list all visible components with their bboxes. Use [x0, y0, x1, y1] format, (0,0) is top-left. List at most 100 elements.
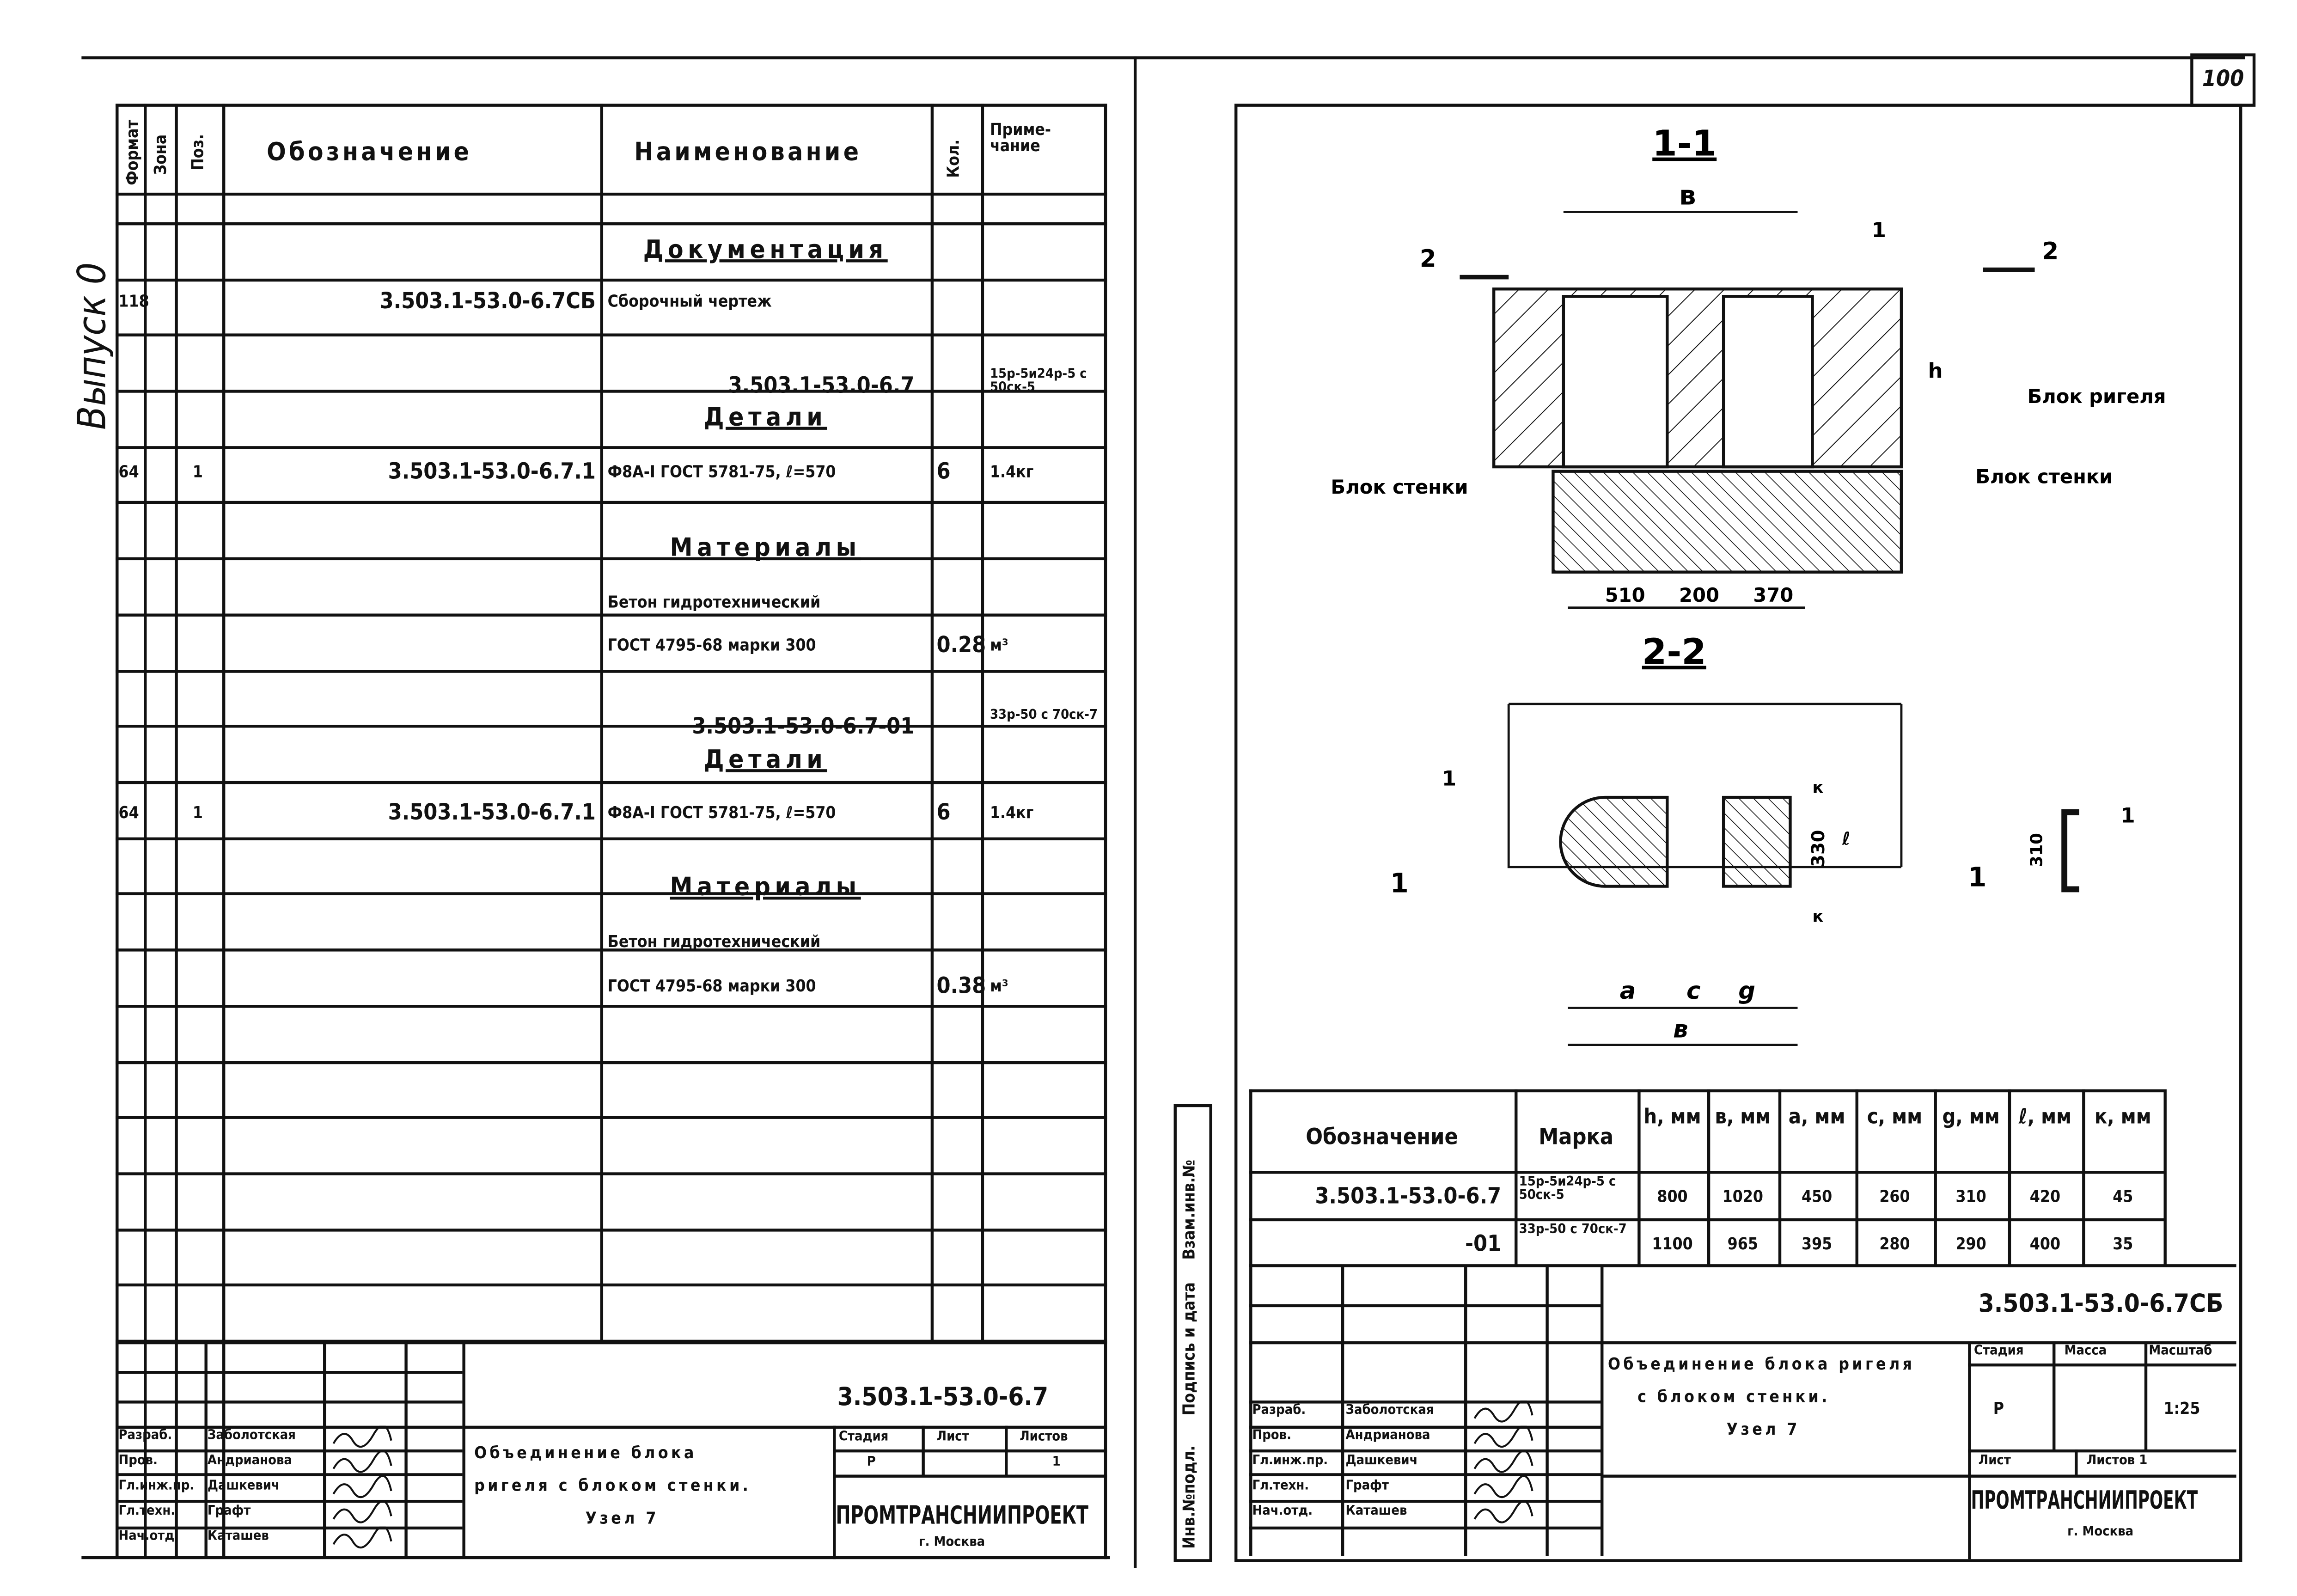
- stamp-role: Пров.: [1252, 1429, 1291, 1444]
- header-name: Наименование: [634, 138, 862, 168]
- row-name: Сборочный чертеж: [607, 292, 772, 312]
- row-name: ГОСТ 4795-68 марки 300: [607, 636, 816, 655]
- stamp-role: Нач.отд.: [1252, 1504, 1313, 1519]
- signature: [329, 1525, 396, 1549]
- params-header: Марка: [1539, 1123, 1614, 1150]
- spec-row-line: [116, 892, 1107, 895]
- params-bottom: [1249, 1264, 2236, 1267]
- stamp-name: Графт: [1345, 1479, 1389, 1494]
- signature: [1470, 1475, 1537, 1498]
- stamp-row: [116, 1371, 463, 1373]
- wall-block-label-left: Блок стенки: [1331, 476, 1468, 498]
- params-top: [1249, 1089, 2164, 1093]
- rstamp-row: [1249, 1499, 1601, 1502]
- page-number-box: 100: [2190, 53, 2256, 107]
- spec-row-line: [116, 278, 1107, 281]
- stamp-name: Графт: [207, 1504, 251, 1519]
- stage-value: Р: [867, 1455, 876, 1470]
- sheet-label-right: Лист: [1978, 1454, 2011, 1469]
- sheets-label: Листов: [1020, 1430, 1068, 1445]
- stamp-role: Нач.отд.: [118, 1529, 179, 1545]
- row-designation: 3.503.1-53.0-6.7СБ: [379, 287, 596, 314]
- stamp-col: [404, 1341, 408, 1556]
- params-designation: -01: [1465, 1230, 1502, 1257]
- callout-1-bar: 1: [2121, 803, 2135, 828]
- stamp-col4: [1005, 1425, 1008, 1476]
- params-col: [1934, 1089, 1937, 1267]
- spec-top-line: [116, 104, 1107, 107]
- stamp-name: Андрианова: [207, 1454, 292, 1469]
- signature: [1470, 1449, 1537, 1473]
- rstamp-row: [1249, 1473, 1601, 1476]
- header-pos: Поз.: [188, 134, 208, 171]
- row-name: 3.503.1-53.0-6.7: [728, 372, 915, 399]
- stamp-row: [116, 1526, 463, 1529]
- spec-row-line: [116, 948, 1107, 951]
- drawing-title-line: Узел 7: [585, 1509, 659, 1528]
- params-header: к, мм: [2094, 1106, 2151, 1130]
- dim-b2: в: [1673, 1016, 1688, 1044]
- rstamp-row: [1249, 1400, 1601, 1403]
- wall-block-shape: [1552, 470, 1903, 574]
- section-drawing: 1-1 в 2 2 1 h Блок ригеля Блок стенки Бл…: [1331, 123, 2166, 1046]
- row-name: Бетон гидротехнический: [607, 593, 821, 612]
- params-value: 310: [1955, 1187, 1986, 1207]
- params-value: 965: [1727, 1235, 1758, 1254]
- section-heading: Детали: [703, 745, 827, 775]
- dim-h-label: h: [1928, 359, 1943, 383]
- params-value: 280: [1879, 1235, 1910, 1254]
- rstamp-c3: [2075, 1449, 2078, 1475]
- stamp-role: Гл.техн.: [118, 1504, 176, 1519]
- rstamp-c2: [2144, 1341, 2148, 1451]
- row-name: Ф8А-I ГОСТ 5781-75, ℓ=570: [607, 462, 836, 482]
- params-header: h, мм: [1643, 1106, 1701, 1130]
- row-note: м³: [990, 977, 1008, 996]
- params-value: 395: [1802, 1235, 1833, 1254]
- row-name: ГОСТ 4795-68 марки 300: [607, 977, 816, 996]
- row-name: 3.503.1-53.0-6.7-01: [692, 713, 915, 740]
- spec-row-line: [116, 613, 1107, 616]
- section-heading: Документация: [643, 235, 888, 265]
- params-col: [2008, 1089, 2011, 1267]
- params-col: [2163, 1089, 2167, 1267]
- dim-370: 370: [1753, 584, 1793, 606]
- organization-right: ПРОМТРАНСНИИПРОЕКТ: [1971, 1486, 2198, 1517]
- rstamp-row: [1249, 1304, 1601, 1307]
- stamp-row: [116, 1425, 463, 1428]
- section-heading: Детали: [703, 403, 827, 433]
- drawing-title-line-right: с блоком стенки.: [1637, 1387, 1830, 1406]
- row-designation: 3.503.1-53.0-6.7.1: [388, 458, 596, 485]
- spec-row-line: [116, 837, 1107, 840]
- params-col: [1249, 1089, 1252, 1267]
- row-pos: 1: [192, 462, 203, 482]
- callout-1-sec2: 1: [1442, 766, 1456, 790]
- signature: [1470, 1500, 1537, 1523]
- stamp-col: [323, 1341, 326, 1556]
- rstamp-l1: [1968, 1363, 2236, 1366]
- row-note: 1.4кг: [990, 462, 1034, 482]
- params-value: 1100: [1652, 1235, 1693, 1254]
- top-border: [81, 56, 2245, 60]
- params-header: ℓ, мм: [2018, 1106, 2072, 1130]
- dim-330: 330: [1808, 830, 1829, 867]
- section-heading: Материалы: [670, 533, 861, 563]
- params-value: 420: [2029, 1187, 2061, 1207]
- spec-column-line: [981, 104, 984, 1341]
- side-label-inv: Инв.№подл.: [1179, 1445, 1199, 1549]
- row-format: 64: [118, 803, 139, 823]
- rstamp-col: [1341, 1267, 1344, 1556]
- rstamp-col: [1546, 1267, 1549, 1556]
- row-format: 118: [118, 292, 149, 312]
- rstamp-code-line: [1601, 1341, 2236, 1344]
- sheets-label-right: Листов 1: [2086, 1454, 2148, 1469]
- spec-row-line: [116, 1116, 1107, 1119]
- row-qty: 0.28: [936, 631, 986, 658]
- stamp-name: Андрианова: [1345, 1429, 1430, 1444]
- stamp-name: Дашкевич: [1345, 1454, 1418, 1469]
- rstamp-row: [1249, 1425, 1601, 1428]
- bar-detail-shape: [2061, 809, 2079, 893]
- header-qty: Кол.: [944, 139, 964, 178]
- rstamp-row: [1249, 1526, 1601, 1529]
- spec-column-line: [175, 104, 178, 1556]
- stamp-top: [116, 1341, 1107, 1345]
